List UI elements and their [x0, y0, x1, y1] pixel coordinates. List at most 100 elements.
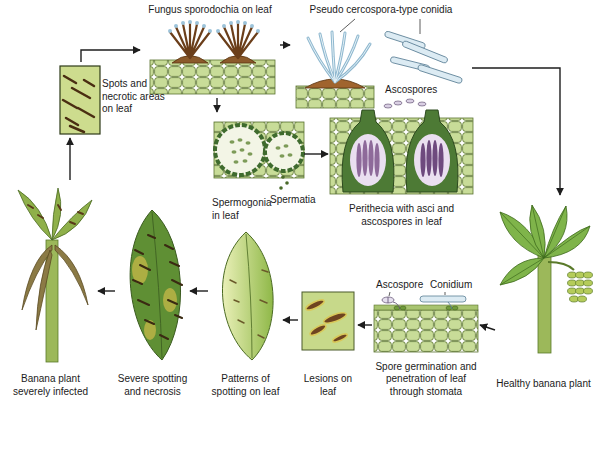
stage-node: Patterns of spotting on leaf — [208, 228, 283, 398]
stage-caption: Fungus sporodochia on leaf — [140, 4, 280, 17]
stage-caption: Severe spotting and necrosis — [115, 373, 190, 398]
spotting-leaf-drawing-part — [222, 232, 273, 360]
infected-banana-drawing-part-part — [18, 190, 52, 240]
spermogonia-drawing-part-part — [240, 148, 245, 152]
conidia-drawing-part — [308, 32, 370, 82]
infected-banana-drawing — [18, 188, 92, 362]
sporodochia-drawing — [150, 20, 275, 94]
part-label: Ascospore — [376, 279, 423, 291]
lesion-square-drawing-part-part — [305, 298, 326, 312]
penetration-drawing-part — [388, 297, 400, 309]
caption-block: Severe spotting and necrosis — [115, 373, 190, 398]
healthy-banana-drawing-part-part — [584, 272, 593, 278]
perithecia-drawing-part-part — [438, 143, 443, 177]
sporodochia-drawing-part — [218, 23, 258, 58]
penetration-drawing-part-part — [400, 306, 406, 310]
cycle-arrow — [283, 319, 298, 320]
spermogonia-drawing — [214, 122, 304, 190]
spermogonia-drawing-part-part — [280, 154, 285, 158]
cycle-arrow — [304, 153, 328, 154]
infected-banana-drawing-part — [22, 245, 88, 330]
sporodochia-drawing-part-part — [236, 20, 240, 24]
healthy-banana-drawing-part-part — [584, 288, 593, 294]
penetration-drawing-part — [394, 306, 458, 310]
necrotic-square-drawing-part — [63, 76, 94, 132]
necrotic-leaf-drawing — [130, 210, 182, 360]
spermogonia-drawing-part — [215, 125, 265, 175]
stage-node: Healthy banana plant — [495, 195, 592, 390]
perithecia-drawing-part-part — [420, 143, 425, 177]
caption-block: Healthy banana plant — [495, 378, 592, 391]
cycle-arrow — [190, 290, 208, 291]
stage-caption: Spore germination and penetration of lea… — [372, 361, 480, 399]
stage-node: Pseudo cercospora-type conidia — [290, 2, 472, 112]
perithecia-drawing-part-part — [374, 143, 379, 177]
caption-block: Lesions on leaf — [298, 373, 358, 398]
penetration-drawing-part — [420, 296, 466, 302]
sporodochia-drawing-part-part — [188, 20, 192, 24]
perithecia-drawing-part-part — [418, 102, 426, 106]
lesion-square-drawing-part-part — [309, 323, 328, 337]
stage-node: Perithecia with asci and ascospores in l… — [328, 100, 475, 228]
perithecia-drawing-part — [414, 134, 450, 186]
sporodochia-drawing-part-part — [195, 21, 199, 25]
lesion-square-drawing-part — [305, 298, 349, 344]
spotting-leaf-drawing-part — [230, 270, 268, 338]
infected-banana-drawing-part-part — [36, 250, 52, 330]
perithecia-drawing-part-part — [394, 101, 402, 105]
perithecia-drawing-part-part — [432, 140, 437, 176]
healthy-banana-drawing-part — [538, 255, 551, 353]
penetration-drawing-part — [448, 302, 452, 309]
spermogonia-drawing-part-part — [281, 175, 285, 179]
spermogonia-drawing-part-part — [248, 152, 253, 156]
stage-caption: Pseudo cercospora-type conidia — [290, 4, 472, 17]
sporodochia-drawing-part-part — [243, 21, 247, 25]
conidia-drawing-part — [296, 86, 374, 108]
penetration-drawing-part-part — [452, 306, 458, 310]
perithecia-drawing-part — [420, 140, 443, 177]
conidia-drawing-part-part — [417, 64, 463, 84]
necrotic-leaf-drawing-part — [132, 256, 177, 340]
cycle-arrow — [98, 290, 115, 291]
perithecia-drawing-part-part — [406, 99, 414, 103]
part-label: Conidium — [430, 279, 472, 291]
infected-banana-drawing-part — [28, 205, 83, 224]
spermogonia-drawing-part-part — [276, 146, 281, 150]
necrotic-square-drawing-part — [60, 66, 100, 134]
stage-caption: Patterns of spotting on leaf — [208, 373, 283, 398]
perithecia-drawing-part-part — [426, 140, 431, 176]
infected-banana-drawing-part — [18, 188, 92, 240]
penetration-drawing-part — [374, 310, 478, 352]
lesion-square-drawing-part — [302, 292, 354, 350]
caption-block: Patterns of spotting on leaf — [208, 373, 283, 398]
sporodochia-drawing-part-part — [216, 29, 220, 33]
spotting-leaf-drawing — [222, 232, 273, 360]
part-label: Ascospores — [385, 84, 437, 96]
spermogonia-drawing-part-part — [246, 141, 251, 145]
sporodochia-drawing-part-part — [222, 24, 226, 28]
cycle-arrow — [216, 98, 217, 112]
stage-node: Spots and necrotic areas on leaf — [58, 62, 173, 138]
spermogonia-drawing-part — [214, 122, 304, 178]
sporodochia-drawing-part-part — [229, 21, 233, 25]
cycle-arrow — [480, 325, 495, 330]
healthy-banana-drawing-part — [500, 205, 590, 285]
sporodochia-drawing-part-part — [174, 24, 178, 28]
spermogonia-drawing-part — [230, 138, 293, 164]
part-label: Spermatia — [270, 194, 316, 206]
healthy-banana-drawing-part-part — [530, 205, 545, 258]
perithecia-drawing-part-part — [356, 143, 361, 177]
stage-caption: Healthy banana plant — [495, 378, 592, 391]
perithecia-drawing-part — [350, 134, 386, 186]
spermogonia-drawing-part-part — [279, 186, 283, 190]
perithecia-drawing-part — [384, 99, 426, 108]
healthy-banana-drawing-part — [500, 205, 590, 285]
stage-caption: Perithecia with asci and ascospores in l… — [328, 203, 475, 228]
sporodochia-drawing-part-part — [250, 24, 254, 28]
stage-node: Spore germination and penetration of lea… — [372, 292, 480, 398]
penetration-drawing-part — [389, 292, 445, 296]
conidia-drawing — [296, 19, 463, 108]
caption-block: Spore germination and penetration of lea… — [372, 361, 480, 399]
spermogonia-drawing-part-part — [234, 160, 239, 164]
